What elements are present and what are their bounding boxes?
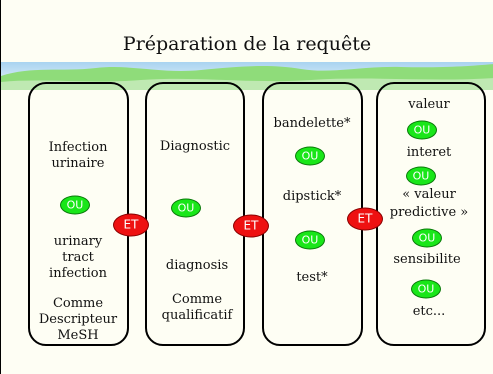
and-connector: ET: [113, 213, 149, 237]
term-urinaire: urinaire: [51, 156, 105, 171]
term-tract: tract: [62, 250, 94, 265]
or-bubble: OU: [411, 279, 441, 299]
term-sensibilite: sensibilite: [393, 252, 461, 267]
or-bubble: OU: [295, 146, 325, 166]
or-bubble: OU: [171, 198, 201, 218]
term-diagnosis: diagnosis: [165, 258, 229, 273]
term-diagnostic: Diagnostic: [159, 139, 231, 154]
and-connector: ET: [347, 207, 383, 231]
or-bubble: OU: [407, 120, 437, 140]
term-etc: etc...: [412, 304, 446, 319]
slide-title: Préparation de la requête: [122, 33, 372, 55]
note-mesh: MeSH: [57, 328, 99, 343]
term-valeur-predictive-2: predictive »: [389, 205, 469, 220]
note-descripteur: Descripteur: [38, 312, 118, 327]
term-dipstick: dipstick*: [282, 189, 342, 204]
note-comme-2: Comme: [171, 292, 223, 307]
or-bubble: OU: [295, 230, 325, 250]
term-infection: Infection: [48, 140, 108, 155]
note-comme: Comme: [52, 296, 104, 311]
and-connector: ET: [233, 214, 269, 238]
note-qualificatif: qualificatif: [161, 308, 233, 323]
term-bandelette: bandelette*: [273, 116, 351, 131]
or-bubble: OU: [60, 195, 90, 215]
term-infection-en: infection: [49, 266, 107, 281]
term-urinary: urinary: [53, 234, 103, 249]
or-bubble: OU: [412, 228, 442, 248]
concept-panel-2: [145, 82, 245, 346]
or-bubble: OU: [406, 166, 436, 186]
term-test: test*: [296, 270, 328, 285]
term-interet: interet: [406, 145, 452, 160]
term-valeur: valeur: [408, 97, 450, 112]
term-valeur-predictive-1: « valeur: [402, 187, 456, 202]
